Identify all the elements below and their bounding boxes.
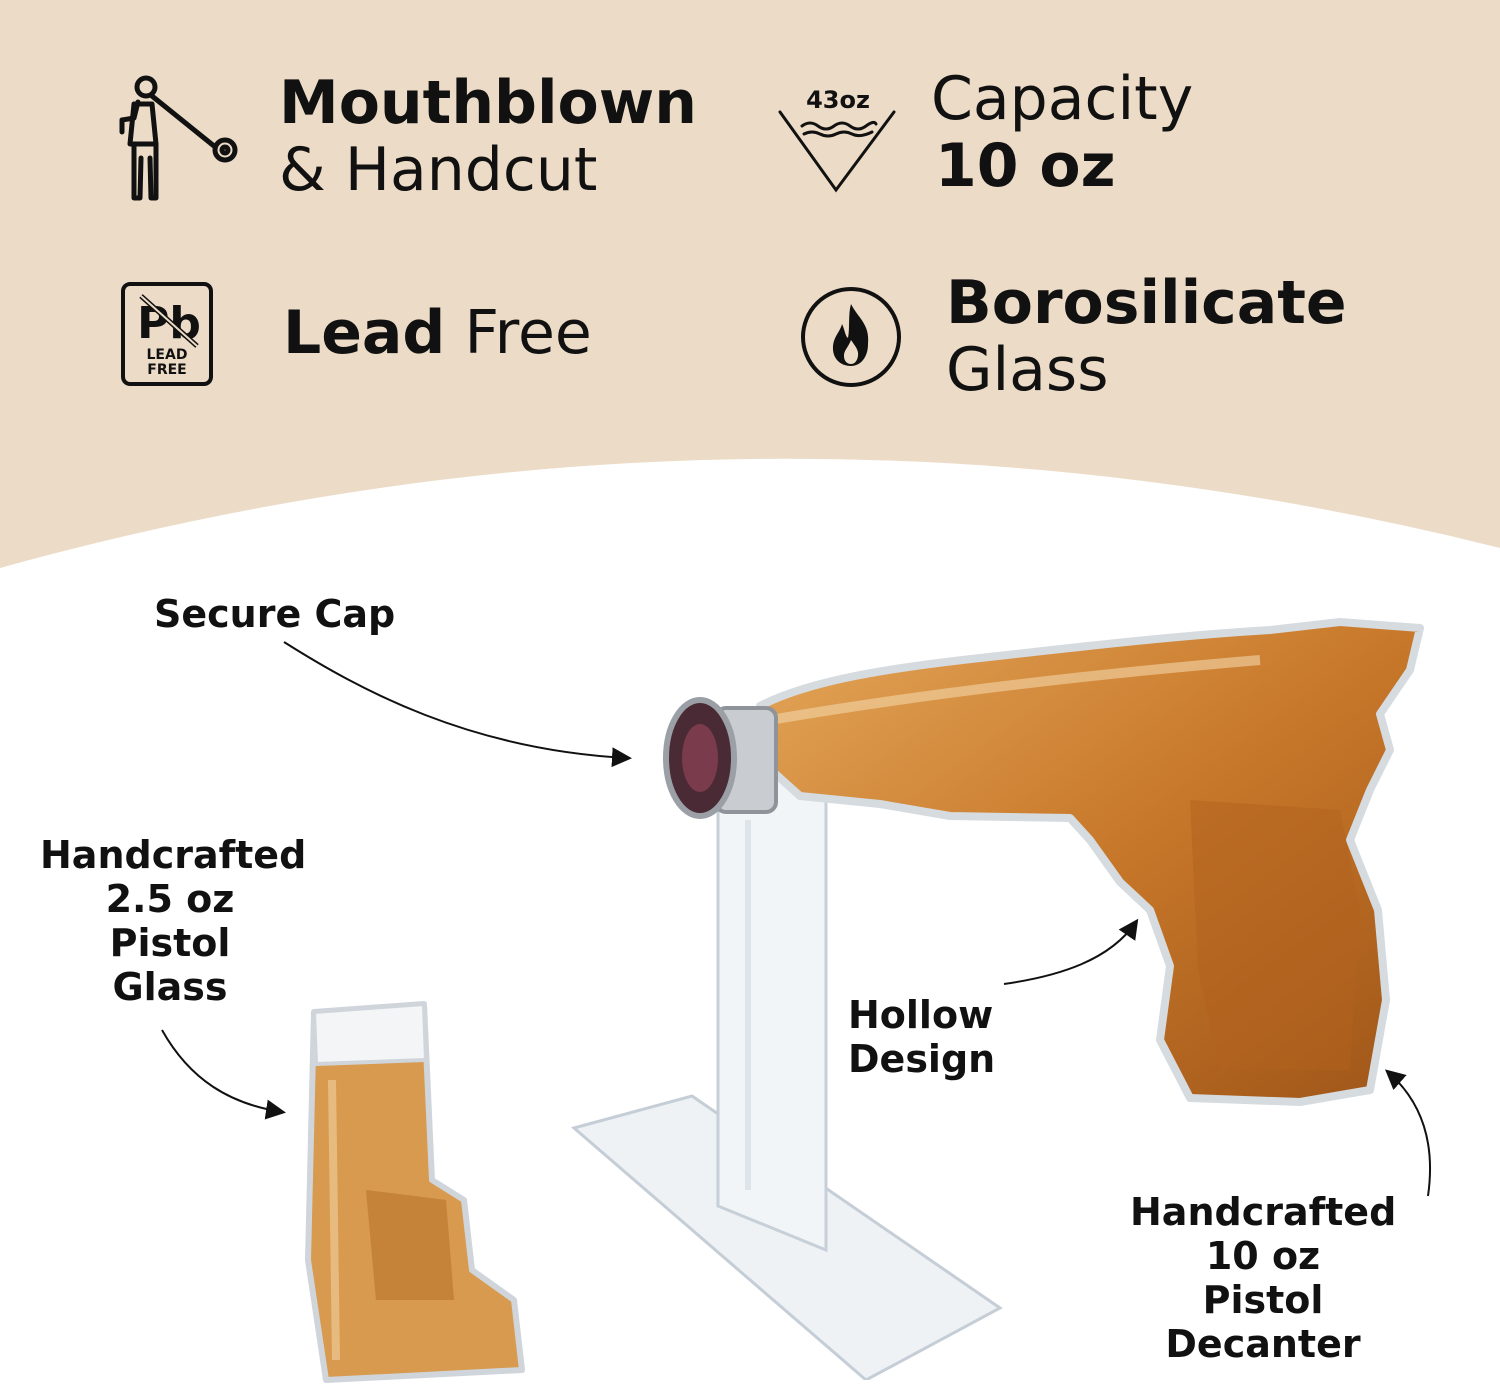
acrylic-stand	[570, 760, 1003, 1380]
feature-borosilicate: Borosilicate Glass	[946, 268, 1347, 406]
capacity-cone-icon: 43oz	[778, 86, 896, 193]
callout-shot-glass: Handcrafted 2.5 oz Pistol Glass	[40, 833, 307, 1009]
lead-free-icon-line1: LEAD	[146, 347, 188, 363]
callout-hollow-line: Hollow	[848, 993, 994, 1037]
lead-free-icon-line2: FREE	[147, 362, 187, 378]
feature-capacity-title: Capacity	[931, 64, 1194, 134]
callout-decanter-line: 10 oz	[1205, 1234, 1321, 1278]
callout-shot-glass-line: Glass	[112, 965, 228, 1009]
glassblower-icon	[119, 75, 238, 201]
callout-hollow-design: Hollow Design	[848, 993, 995, 1081]
feature-lead-free: Lead Free	[283, 298, 592, 368]
feature-borosilicate-subtitle: Glass	[946, 335, 1109, 406]
pb-symbol-icon: Pb	[137, 294, 201, 348]
arrow-hollow-design	[1003, 918, 1139, 985]
flame-icon	[801, 287, 901, 387]
callout-decanter: Handcrafted 10 oz Pistol Decanter	[1130, 1190, 1396, 1366]
feature-capacity: Capacity 10 oz	[931, 64, 1194, 202]
pistol-shot-glass	[305, 1001, 525, 1383]
callout-secure-cap: Secure Cap	[154, 592, 396, 636]
capacity-icon-label: 43oz	[806, 86, 870, 114]
feature-lead-free-rest: Free	[464, 298, 592, 368]
lead-free-icon: Pb LEAD FREE	[121, 282, 213, 386]
banner-background	[0, 0, 1500, 568]
callout-decanter-line: Pistol	[1202, 1278, 1324, 1322]
arrow-decanter	[1384, 1069, 1432, 1197]
callout-decanter-line: Decanter	[1165, 1322, 1361, 1366]
feature-lead-free-strong: Lead	[283, 298, 446, 368]
arrow-shot-glass	[161, 1029, 286, 1120]
callout-hollow-line: Design	[848, 1037, 996, 1081]
callout-shot-glass-line: Handcrafted	[40, 833, 307, 877]
feature-mouthblown-subtitle: & Handcut	[279, 135, 598, 206]
callout-shot-glass-line: Pistol	[109, 921, 231, 965]
feature-borosilicate-title: Borosilicate	[946, 268, 1347, 338]
arrow-secure-cap	[283, 641, 632, 768]
feature-mouthblown-title: Mouthblown	[279, 68, 697, 138]
callout-shot-glass-line: 2.5 oz	[105, 877, 235, 921]
feature-mouthblown: Mouthblown & Handcut	[279, 68, 697, 206]
callout-decanter-line: Handcrafted	[1130, 1190, 1397, 1234]
pistol-decanter	[663, 618, 1424, 1106]
feature-capacity-value: 10 oz	[935, 131, 1116, 202]
